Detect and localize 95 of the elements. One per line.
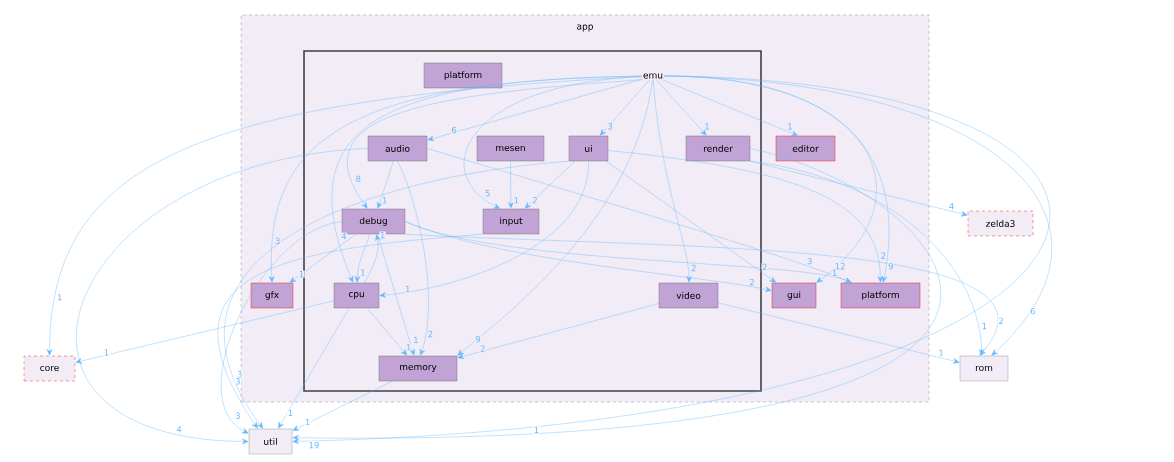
folder-box: audio xyxy=(367,135,428,162)
edge-label: 3 xyxy=(607,122,614,130)
folder-box: gui xyxy=(771,282,817,309)
arrow xyxy=(220,221,342,434)
edge-label: 6 xyxy=(450,126,458,134)
arrow xyxy=(76,148,368,445)
arrow xyxy=(397,161,429,356)
edge-label: 1 xyxy=(937,349,945,357)
edge-label: 1 xyxy=(412,336,420,344)
edge-label: 3 xyxy=(236,370,243,378)
edge-label: 2 xyxy=(761,263,768,271)
arrow xyxy=(405,234,998,356)
edge-label: 1 xyxy=(287,409,294,417)
edge-label: 1 xyxy=(981,322,988,330)
edge-label: 5 xyxy=(484,189,491,197)
arrow xyxy=(457,303,659,359)
edge-label: 1 xyxy=(533,426,540,434)
arrow xyxy=(75,300,334,364)
arrow xyxy=(377,234,415,356)
arrow xyxy=(224,161,569,429)
edge-label: 1 xyxy=(404,285,411,293)
edge-label: 1 xyxy=(786,122,794,130)
edge-label: 19 xyxy=(308,441,320,449)
edge-label: 1 xyxy=(298,270,305,278)
arrow xyxy=(750,161,985,356)
folder-box: render xyxy=(685,135,751,162)
folder-box: platform xyxy=(423,62,503,89)
edge-label: 2 xyxy=(748,278,756,286)
edge-label: 2 xyxy=(880,252,887,260)
arrow xyxy=(367,308,408,356)
edge-label: 12 xyxy=(834,262,847,270)
arrow xyxy=(289,234,357,283)
folder-box: mesen xyxy=(476,135,545,162)
edge-label: 4 xyxy=(175,425,183,434)
edge-label: 9 xyxy=(887,262,894,270)
arrow xyxy=(292,75,1050,445)
folder-box: input xyxy=(482,208,540,235)
folder-box: cpu xyxy=(333,282,380,309)
folder-box: zelda3 xyxy=(967,210,1034,237)
folder-box: gfx xyxy=(250,282,294,309)
arrow xyxy=(661,79,798,136)
edge-label: 6 xyxy=(1029,307,1036,315)
folder-box: video xyxy=(658,282,719,309)
arrow xyxy=(217,234,483,429)
arrow xyxy=(718,302,960,364)
arrow xyxy=(377,161,394,209)
edge-label: 2 xyxy=(690,264,697,272)
edge-label: 1 xyxy=(703,122,711,130)
edge-label: 1 xyxy=(513,196,520,204)
folder-box: rom xyxy=(959,355,1009,382)
edge-label: 1 xyxy=(379,231,386,239)
edge-label: 8 xyxy=(355,175,362,183)
arrow xyxy=(599,79,650,136)
arrow xyxy=(379,161,589,298)
edge-label: 3 xyxy=(234,412,242,420)
arrow xyxy=(278,308,350,429)
arrow xyxy=(656,79,707,136)
edge-label: 2 xyxy=(427,330,434,338)
edge-label: 2 xyxy=(479,344,486,353)
arrow xyxy=(292,381,393,431)
arrow xyxy=(508,161,514,209)
arrow xyxy=(354,234,370,283)
edge-label: 2 xyxy=(531,196,539,204)
arrow xyxy=(750,161,968,217)
edge-label: 2 xyxy=(997,317,1005,325)
edge-label: 1 xyxy=(103,348,110,357)
folder-box: core xyxy=(23,355,76,382)
arrow xyxy=(364,234,381,283)
edge-label: 3 xyxy=(806,257,813,265)
folder-box: util xyxy=(248,428,293,455)
edge-label: 1 xyxy=(831,269,838,277)
edge-label: 1 xyxy=(304,418,311,426)
edge-label: 1 xyxy=(56,293,63,301)
edge-label: 1 xyxy=(359,268,367,277)
arrow xyxy=(653,79,692,283)
edge-label: 9 xyxy=(474,335,482,343)
arrow xyxy=(292,148,940,441)
edge-label: 4 xyxy=(340,232,348,240)
edge-label: 3 xyxy=(274,237,281,245)
arrow xyxy=(457,79,653,356)
arrow xyxy=(524,161,576,209)
arrow xyxy=(46,76,642,356)
arrow xyxy=(608,150,884,283)
folder-box: ui xyxy=(568,135,609,162)
edge-label: 1 xyxy=(405,343,412,351)
edge-label: 3 xyxy=(234,377,242,385)
edge-label: 1 xyxy=(381,196,388,204)
folder-box: memory xyxy=(378,355,458,382)
arrow xyxy=(606,161,777,283)
arrow xyxy=(405,221,852,283)
folder-box: editor xyxy=(775,135,836,162)
folder-box: platform xyxy=(840,282,921,309)
edge-label: 4 xyxy=(948,202,955,210)
arrow xyxy=(347,79,642,209)
arrow xyxy=(268,75,642,283)
